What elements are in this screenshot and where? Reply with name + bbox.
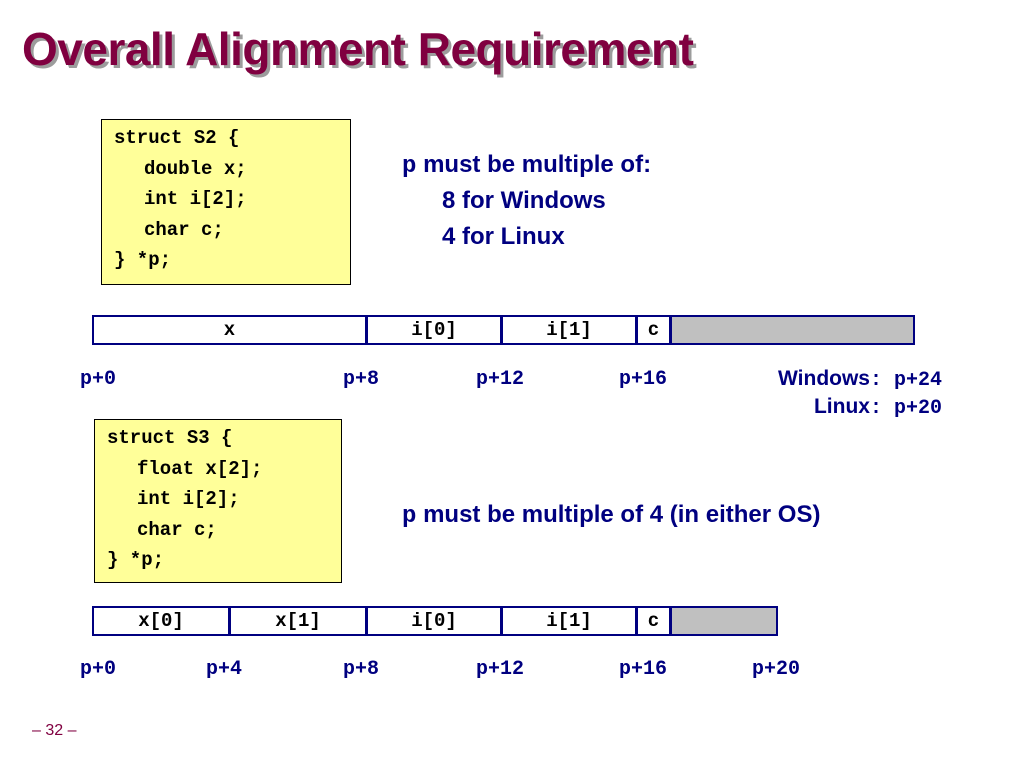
code-line: } *p; (107, 549, 165, 571)
page-title: Overall Alignment Requirement (22, 23, 694, 75)
struct-size-labels: Windows: p+24 Linux: p+20 (730, 365, 942, 421)
struct-s2-code: struct S2 { double x; int i[2]; char c; … (101, 119, 351, 285)
s3-alignment-note: p must be multiple of 4 (in either OS) (402, 497, 820, 533)
offset-label: p+16 (619, 368, 668, 391)
pointer-var: p (402, 503, 417, 530)
field-i0-cell: i[0] (366, 315, 502, 345)
code-line: int i[2]; (144, 188, 247, 210)
offset-label: p+8 (343, 658, 380, 681)
code-line: struct S2 { (114, 127, 240, 149)
s3-memory-layout: x[0] x[1] i[0] i[1] c (92, 606, 778, 636)
note-linux: 4 for Linux (442, 223, 565, 250)
code-line: float x[2]; (137, 457, 263, 480)
offset-label: p+12 (476, 368, 525, 391)
field-i1-cell: i[1] (501, 315, 637, 345)
note-text: must be multiple of 4 (in either OS) (416, 501, 821, 528)
code-line: char c; (144, 218, 224, 241)
padding-cell (670, 606, 778, 636)
field-c-cell: c (636, 315, 671, 345)
code-line: char c; (137, 518, 217, 541)
s2-memory-layout: x i[0] i[1] c (92, 315, 915, 345)
code-line: struct S3 { (107, 427, 233, 449)
field-x0-cell: x[0] (92, 606, 230, 636)
offset-label: p+12 (476, 658, 525, 681)
offset-label: p+16 (619, 658, 668, 681)
page-number: – 32 – (32, 722, 77, 739)
pointer-var: p (402, 153, 417, 180)
note-text: must be multiple of: (416, 151, 652, 178)
struct-s3-code: struct S3 { float x[2]; int i[2]; char c… (94, 419, 342, 583)
padding-cell (670, 315, 915, 345)
windows-size: : p+24 (869, 369, 942, 392)
offset-label: p+20 (752, 658, 801, 681)
field-x1-cell: x[1] (229, 606, 367, 636)
offset-label: p+0 (80, 658, 117, 681)
field-x-cell: x (92, 315, 367, 345)
windows-label: Windows (778, 367, 870, 390)
offset-label: p+8 (343, 368, 380, 391)
field-i0-cell: i[0] (366, 606, 502, 636)
offset-label: p+0 (80, 368, 117, 391)
s2-alignment-note: p must be multiple of: 8 for Windows 4 f… (402, 147, 651, 255)
linux-label: Linux (813, 395, 870, 418)
note-windows: 8 for Windows (442, 187, 606, 214)
code-line: } *p; (114, 249, 172, 271)
field-c-cell: c (636, 606, 671, 636)
offset-label: p+4 (206, 658, 243, 681)
code-line: int i[2]; (137, 488, 240, 510)
linux-size: : p+20 (869, 397, 942, 420)
field-i1-cell: i[1] (501, 606, 637, 636)
code-line: double x; (144, 157, 247, 180)
